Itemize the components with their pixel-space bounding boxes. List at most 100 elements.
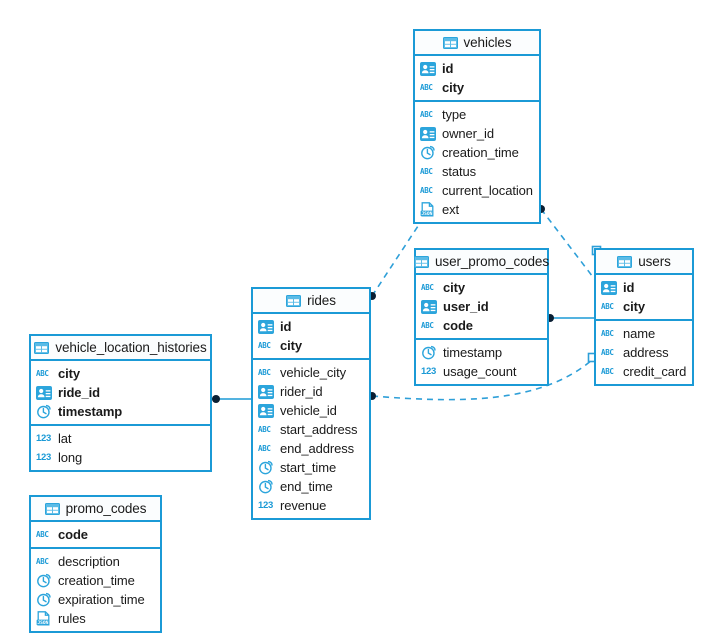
field-label: type xyxy=(442,107,467,122)
field-row-creation_time[interactable]: creation_time xyxy=(31,571,160,590)
relationship-vlh-rides[interactable] xyxy=(212,395,251,403)
clock-timestamp-type-icon xyxy=(36,404,52,419)
entity-header-vehicles[interactable]: vehicles xyxy=(415,31,539,56)
field-label: usage_count xyxy=(443,364,517,379)
field-label: expiration_time xyxy=(58,592,145,607)
abc-string-type-icon: ABC xyxy=(36,368,49,378)
field-label: timestamp xyxy=(443,345,503,360)
field-label: start_time xyxy=(280,460,337,475)
field-row-id[interactable]: id xyxy=(596,278,692,297)
entity-title: vehicle_location_histories xyxy=(55,340,207,355)
clock-timestamp-type-icon xyxy=(421,345,437,360)
entity-header-vehicle_location_histories[interactable]: vehicle_location_histories xyxy=(31,336,210,361)
field-row-owner_id[interactable]: owner_id xyxy=(415,124,539,143)
field-row-end_time[interactable]: end_time xyxy=(253,477,369,496)
field-row-expiration_time[interactable]: expiration_time xyxy=(31,590,160,609)
abc-string-type-icon: ABC xyxy=(601,366,614,376)
entity-title: promo_codes xyxy=(65,501,147,516)
abc-string-type-icon: ABC xyxy=(36,556,49,566)
field-row-start_time[interactable]: start_time xyxy=(253,458,369,477)
abc-string-type-icon: ABC xyxy=(420,109,433,119)
id-card-type-icon xyxy=(601,280,617,295)
table-icon xyxy=(44,502,60,515)
field-label: city xyxy=(623,299,646,314)
abc-string-type-icon: ABC xyxy=(420,185,433,195)
entity-title: users xyxy=(638,254,671,269)
relationship-users-user-promo-codes[interactable] xyxy=(546,314,594,322)
field-row-city[interactable]: ABC city xyxy=(596,297,692,316)
field-label: revenue xyxy=(280,498,327,513)
field-row-id[interactable]: id xyxy=(253,317,369,336)
field-label: name xyxy=(623,326,656,341)
field-label: end_address xyxy=(280,441,355,456)
entity-title: rides xyxy=(307,293,336,308)
field-row-id[interactable]: id xyxy=(415,59,539,78)
field-row-creation_time[interactable]: creation_time xyxy=(415,143,539,162)
id-card-type-icon xyxy=(420,126,436,141)
id-card-type-icon xyxy=(258,403,274,418)
abc-string-type-icon: ABC xyxy=(601,301,614,311)
field-row-type[interactable]: ABC type xyxy=(415,105,539,124)
entity-header-users[interactable]: users xyxy=(596,250,692,275)
table-icon xyxy=(34,341,50,354)
entity-header-promo_codes[interactable]: promo_codes xyxy=(31,497,160,522)
field-label: code xyxy=(58,527,88,542)
field-row-timestamp[interactable]: timestamp xyxy=(416,343,547,362)
field-label: rules xyxy=(58,611,86,626)
field-row-credit_card[interactable]: ABC credit_card xyxy=(596,362,692,381)
entity-header-user_promo_codes[interactable]: user_promo_codes xyxy=(414,250,549,275)
field-row-user_id[interactable]: user_id xyxy=(416,297,547,316)
abc-string-type-icon: ABC xyxy=(258,424,271,434)
id-card-type-icon xyxy=(258,384,274,399)
abc-string-type-icon: ABC xyxy=(421,282,434,292)
field-label: id xyxy=(623,280,635,295)
table-icon xyxy=(286,294,302,307)
field-row-timestamp[interactable]: timestamp xyxy=(31,402,210,421)
field-label: timestamp xyxy=(58,404,123,419)
field-row-rider_id[interactable]: rider_id xyxy=(253,382,369,401)
entity-header-rides[interactable]: rides xyxy=(253,289,369,314)
field-label: address xyxy=(623,345,669,360)
field-label: id xyxy=(442,61,454,76)
id-card-type-icon xyxy=(258,319,274,334)
field-label: user_id xyxy=(443,299,489,314)
field-row-ride_id[interactable]: ride_id xyxy=(31,383,210,402)
field-label: id xyxy=(280,319,292,334)
field-label: credit_card xyxy=(623,364,687,379)
entity-title: vehicles xyxy=(463,35,512,50)
table-icon xyxy=(442,36,458,49)
id-card-type-icon xyxy=(420,61,436,76)
field-row-vehicle_id[interactable]: vehicle_id xyxy=(253,401,369,420)
